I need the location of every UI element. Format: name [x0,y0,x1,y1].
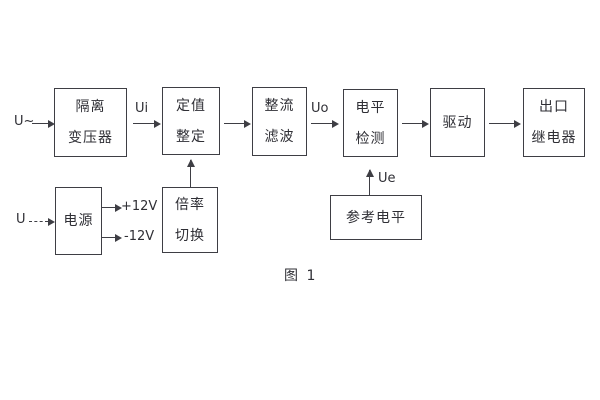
block-label: 电平 [355,99,386,116]
block-label: 检测 [355,130,386,147]
arrow-power-plus12v [102,204,122,212]
arrow-dc-input-to-power [29,218,55,226]
arrow-ratio-to-setting [187,159,195,187]
block-rectify-filter: 整流 滤波 [252,87,307,156]
label-ac-input: U~ [14,114,35,129]
label-uo: Uo [311,101,329,116]
label-dc-input: U [16,212,26,227]
arrow-reference-to-detect [366,169,374,195]
arrow-ac-input-to-transformer [32,120,55,128]
arrow-power-minus12v [102,234,122,242]
block-label: 滤波 [264,129,295,145]
label-plus-12v: +12V [121,199,158,214]
block-label: 整定 [176,128,206,145]
block-value-setting: 定值 整定 [162,87,220,155]
block-label: 驱动 [442,114,473,131]
block-label: 参考电平 [346,209,406,226]
block-ratio-switch: 倍率 切换 [162,187,218,253]
label-ue: Ue [378,171,396,186]
arrow-drive-to-relay [489,120,521,128]
block-label: 出口 [539,99,569,115]
figure-caption: 图 1 [284,268,318,284]
label-minus-12v: -12V [124,229,155,244]
block-label: 电源 [63,213,94,229]
block-label: 倍率 [175,196,205,213]
block-reference-level: 参考电平 [330,195,422,240]
block-level-detect: 电平 检测 [343,89,398,157]
arrow-rectifier-to-detect [311,120,339,128]
block-label: 切换 [175,227,205,244]
block-label: 变压器 [68,130,113,146]
block-label: 整流 [264,98,295,114]
arrow-transformer-to-setting [133,120,161,128]
block-drive: 驱动 [430,88,485,157]
arrow-detect-to-drive [402,120,429,128]
block-label: 定值 [176,97,206,114]
label-ui: Ui [135,101,149,116]
block-label: 继电器 [531,130,577,146]
block-isolation-transformer: 隔离 变压器 [54,88,127,157]
block-output-relay: 出口 继电器 [523,88,585,157]
arrow-setting-to-rectifier [224,120,251,128]
block-power-supply: 电源 [55,187,102,255]
block-label: 隔离 [75,99,106,115]
